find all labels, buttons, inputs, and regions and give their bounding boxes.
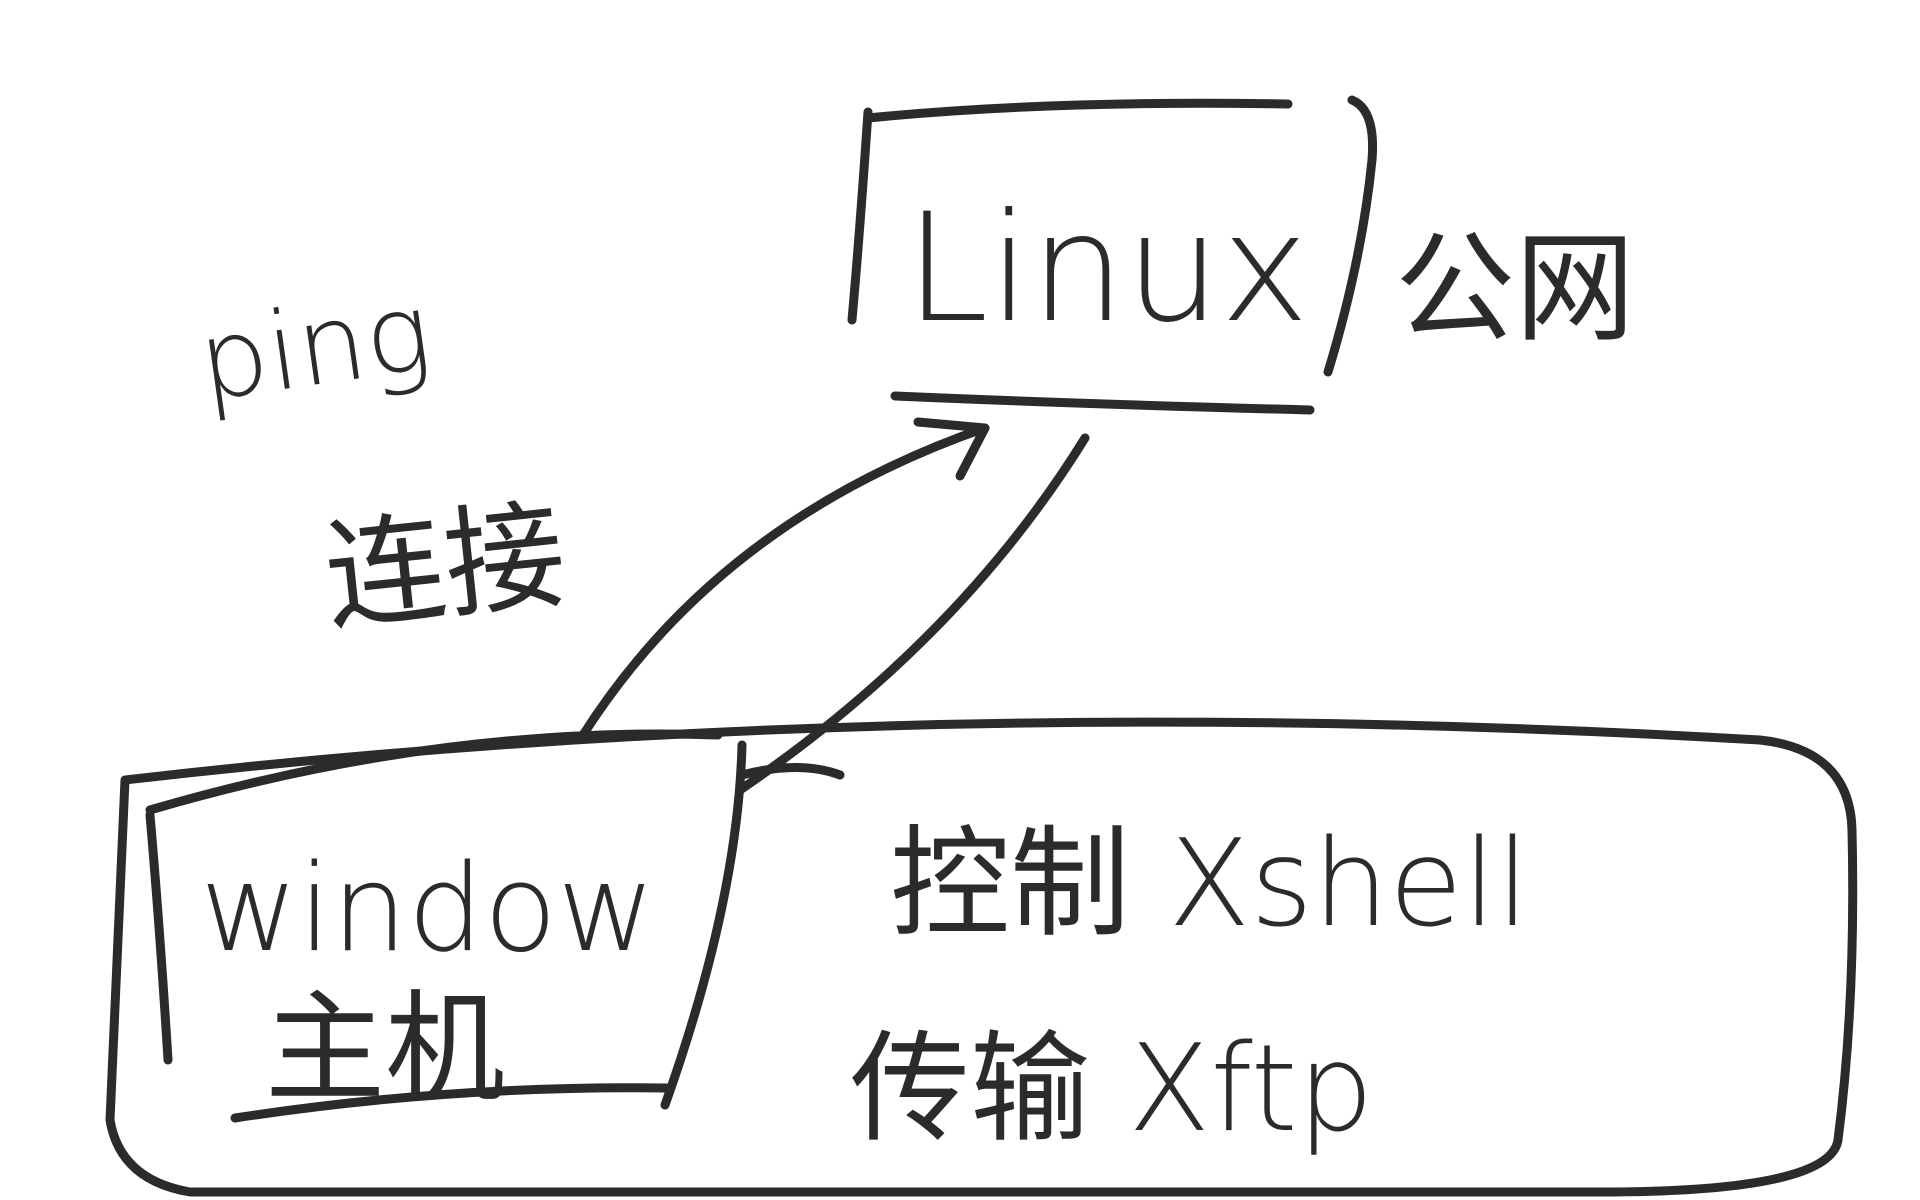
tool-control-xshell: 控制 Xshell xyxy=(890,815,1529,954)
edge-label-connect: 连接 xyxy=(319,486,572,649)
outer-container xyxy=(105,717,1858,1197)
tool-transfer-xftp: 传输 Xftp xyxy=(850,1020,1374,1159)
linux-node-label: Linux xyxy=(905,182,1309,356)
windows-node-sublabel: 主机 xyxy=(265,980,505,1119)
linux-node-note: 公网 xyxy=(1395,220,1635,359)
windows-node-box xyxy=(145,729,845,1123)
linux-node-box xyxy=(847,95,1378,415)
connection-arrow xyxy=(578,417,1090,795)
edge-label-ping: ping xyxy=(191,270,438,426)
windows-node-label: window xyxy=(200,840,655,979)
